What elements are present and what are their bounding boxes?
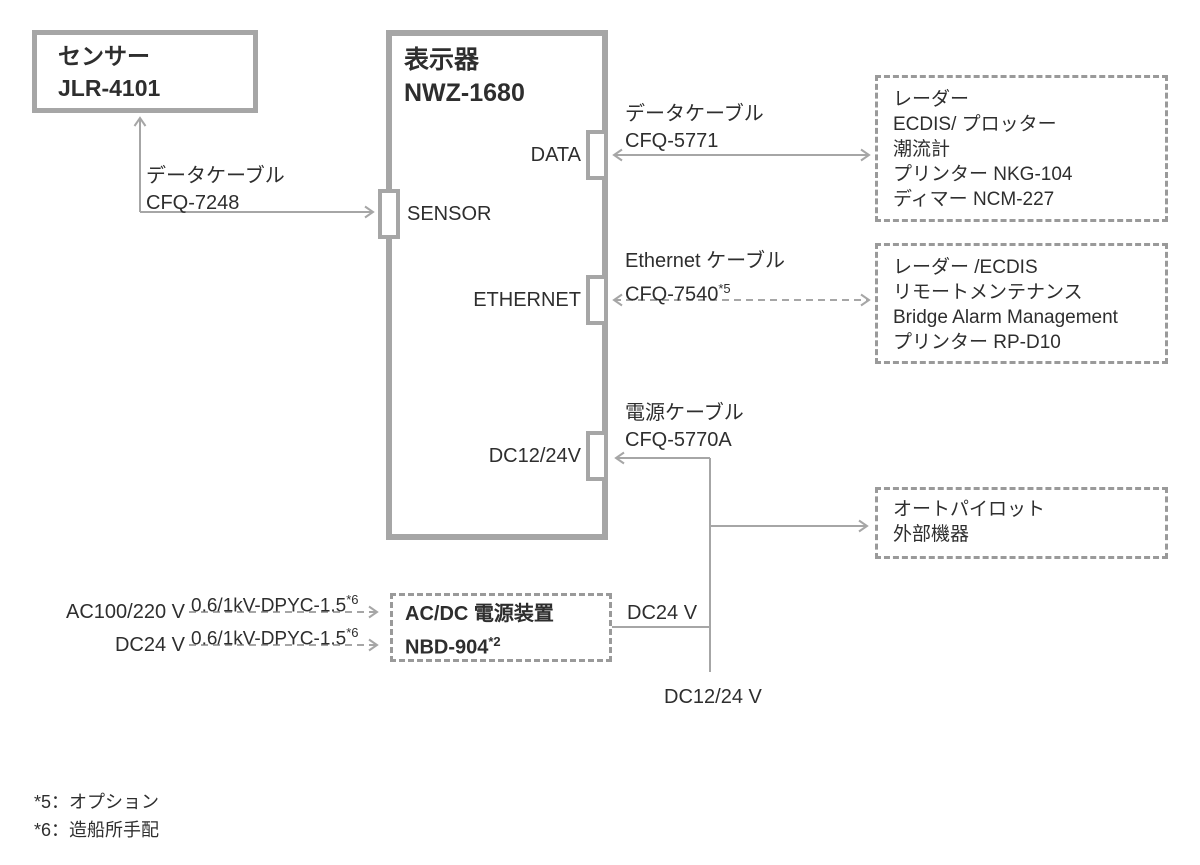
power-port-label: DC12/24V bbox=[488, 445, 581, 467]
sensor-cable-label: データケーブル CFQ-7248 bbox=[146, 165, 285, 214]
sensor-port bbox=[378, 189, 400, 239]
shipyard-note-ref: *6 bbox=[346, 625, 359, 640]
data-peripherals-box: レーダー ECDIS/ プロッター 潮流計 プリンター NKG-104 ディマー… bbox=[875, 75, 1168, 222]
ethernet-cable-label: Ethernet ケーブル CFQ-7540*5 bbox=[625, 250, 785, 306]
footnote-option: *5：オプション bbox=[34, 792, 160, 812]
psu-box: AC/DC 電源装置 NBD-904*2 bbox=[390, 593, 612, 662]
data-port bbox=[586, 130, 608, 180]
peripheral-item: 外部機器 bbox=[893, 524, 970, 545]
ethernet-port bbox=[586, 275, 608, 325]
power-cable-label: 電源ケーブル CFQ-5770A bbox=[625, 402, 744, 451]
sensor-unit-box: センサー JLR-4101 bbox=[32, 30, 258, 113]
ethernet-port-label: ETHERNET bbox=[473, 289, 581, 311]
data-port-label: DATA bbox=[530, 144, 581, 166]
data-cable-label: データケーブル CFQ-5771 bbox=[625, 103, 764, 152]
peripheral-item: Bridge Alarm Management bbox=[893, 307, 1118, 328]
psu-note-ref: *2 bbox=[488, 634, 501, 649]
dc-source-label: DC24 V bbox=[114, 634, 185, 656]
peripheral-item: ECDIS/ プロッター bbox=[893, 114, 1057, 135]
display-unit-name: 表示器 bbox=[404, 46, 480, 74]
peripheral-item: レーダー /ECDIS bbox=[893, 257, 1038, 278]
dc24-output-label: DC24 V bbox=[627, 602, 698, 624]
peripheral-item: ディマー NCM-227 bbox=[893, 189, 1055, 210]
display-unit-box: 表示器 NWZ-1680 bbox=[386, 30, 608, 540]
peripheral-item: プリンター RP-D10 bbox=[893, 332, 1061, 353]
dc1224-input-label: DC12/24 V bbox=[664, 686, 762, 708]
psu-name: AC/DC 電源装置 bbox=[405, 603, 554, 625]
dc-cable-label: 0.6/1kV-DPYC-1.5*6 bbox=[191, 625, 359, 650]
power-port bbox=[586, 431, 608, 481]
sensor-unit-name: センサー bbox=[58, 43, 150, 69]
power-peripherals-box: オートパイロット 外部機器 bbox=[875, 487, 1168, 559]
peripheral-item: レーダー bbox=[893, 89, 970, 110]
ac-source-label: AC100/220 V bbox=[66, 601, 185, 623]
display-unit-model: NWZ-1680 bbox=[404, 79, 525, 107]
peripheral-item: 潮流計 bbox=[893, 139, 951, 160]
peripheral-item: リモートメンテナンス bbox=[893, 282, 1083, 303]
shipyard-note-ref: *6 bbox=[346, 592, 359, 607]
sensor-port-label: SENSOR bbox=[407, 203, 492, 225]
ac-cable-label: 0.6/1kV-DPYC-1.5*6 bbox=[191, 592, 359, 617]
peripheral-item: オートパイロット bbox=[893, 499, 1046, 520]
footnote-shipyard: *6：造船所手配 bbox=[34, 820, 160, 840]
psu-model: NBD-904*2 bbox=[405, 634, 501, 659]
sensor-unit-model: JLR-4101 bbox=[58, 75, 161, 101]
ethernet-peripherals-box: レーダー /ECDIS リモートメンテナンス Bridge Alarm Mana… bbox=[875, 243, 1168, 364]
option-note-ref: *5 bbox=[718, 281, 731, 296]
peripheral-item: プリンター NKG-104 bbox=[893, 164, 1073, 185]
